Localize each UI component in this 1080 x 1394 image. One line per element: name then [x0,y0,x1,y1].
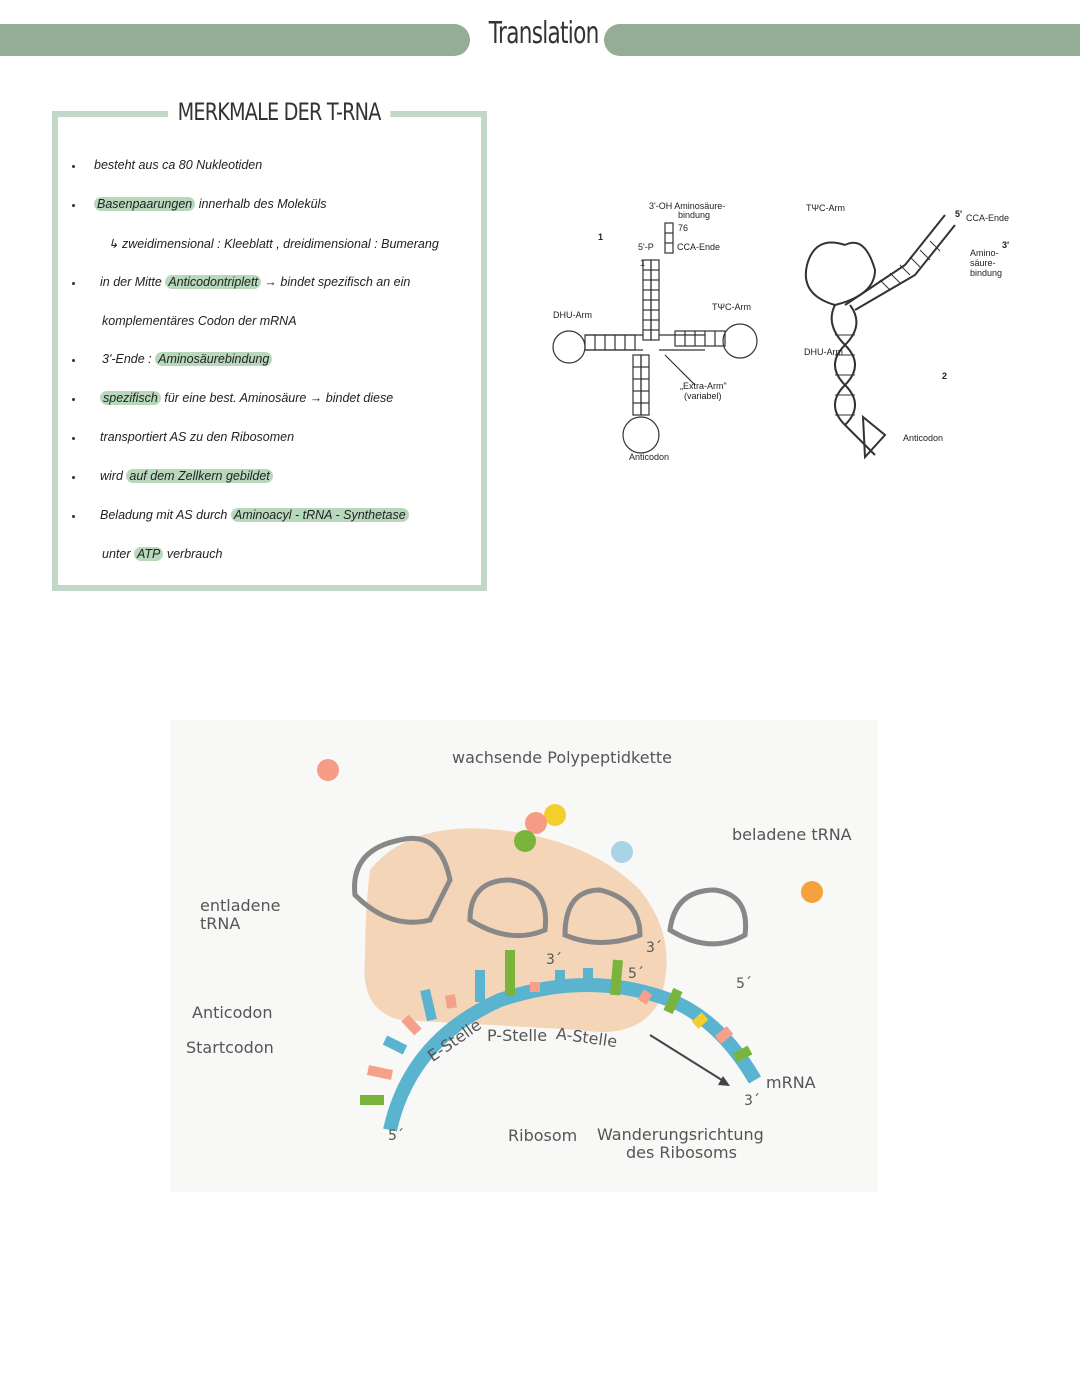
feature-line: spezifisch für eine best. Aminosäure → b… [100,391,393,405]
bullet-dot [72,398,75,401]
feature-line: 3'-Ende : Aminosäurebindung [102,352,273,366]
bullet-dot [72,359,75,362]
header-bar-right [604,24,1080,56]
cloverleaf-pos76: 76 [678,223,689,233]
label-unloaded-2: tRNA [200,914,241,933]
label-five-mid: 5´ [628,966,644,982]
lform-amino-2: säure- [970,258,996,268]
highlight: Anticodontriplett [165,275,261,289]
bullet-dot [72,165,75,168]
cloverleaf-extra-2: (variabel) [684,391,722,401]
feature-line: in der Mitte Anticodontriplett → bindet … [100,275,411,289]
highlight: Basenpaarungen [94,197,196,211]
feature-line: transportiert AS zu den Ribosomen [100,430,295,444]
cloverleaf-1: 1 [640,258,646,268]
bullet-dot [72,282,75,285]
feature-line: besteht aus ca 80 Nukleotiden [94,158,263,172]
feature-line: unter ATP verbrauch [102,547,223,561]
label-polypeptide: wachsende Polypeptidkette [452,748,672,767]
bullet-dot [72,437,75,440]
label-loaded-trna: beladene tRNA [732,825,852,844]
cloverleaf-aa-binding-2: bindung [678,210,711,220]
highlight: auf dem Zellkern gebildet [126,469,273,483]
feature-line: Beladung mit AS durch Aminoacyl - tRNA -… [100,508,409,522]
lform-number: 2 [942,371,948,381]
box-heading: MERKMALE DER T-RNA [168,98,391,126]
lform-amino-1: Amino- [970,248,999,258]
label-mrna: mRNA [766,1073,816,1092]
bullet-dot [72,204,75,207]
lform-anticodon: Anticodon [903,433,944,443]
feature-line: wird auf dem Zellkern gebildet [100,469,273,483]
cloverleaf-tpsic: TΨC-Arm [712,302,752,312]
label-p-site: P-Stelle [487,1026,548,1045]
trna-structure-figures [552,214,956,460]
lform-dhu: DHU-Arm [804,347,843,357]
label-direction-2: des Ribosoms [626,1143,737,1162]
feature-line: Basenpaarungen innerhalb des Moleküls [94,197,327,211]
highlight: Aminoacyl - tRNA - Synthetase [230,508,409,522]
label-three-right: 3´ [646,940,662,956]
lform-amino-3: bindung [970,268,1003,278]
label-anticodon: Anticodon [192,1003,273,1022]
label-five-right: 5´ [736,976,752,992]
header-bar-left [0,24,470,56]
cloverleaf-anticodon: Anticodon [629,452,670,462]
translation-diagram [317,759,823,1132]
label-mrna-3prime: 3´ [744,1093,760,1109]
label-unloaded-1: entladene [200,896,281,915]
lform-three: 3' [1002,240,1010,250]
cloverleaf-number: 1 [598,232,604,242]
page-title: Translation [488,16,599,51]
label-direction-1: Wanderungsrichtung [597,1125,764,1144]
feature-line: ↳ zweidimensional : Kleeblatt , dreidime… [108,237,439,251]
highlight: ATP [133,547,164,561]
highlight: spezifisch [100,391,161,405]
label-ribosome: Ribosom [508,1126,578,1145]
cloverleaf-5p: 5'-P [638,242,654,252]
cloverleaf-cca: CCA-Ende [677,242,721,252]
cloverleaf-aa-binding: 3'-OH Aminosäure- [649,201,726,211]
feature-line: komplementäres Codon der mRNA [102,314,297,328]
bullet-dot [72,476,75,479]
cloverleaf-extra: „Extra-Arm" [680,381,727,391]
cloverleaf-dhu: DHU-Arm [553,310,592,320]
highlight: Aminosäurebindung [155,352,273,366]
lform-tpsic: TΨC-Arm [806,203,846,213]
lform-cca: CCA-Ende [966,213,1010,223]
label-three-mid: 3´ [546,952,562,968]
lform-five: 5' [955,209,963,219]
label-startcodon: Startcodon [186,1038,274,1057]
label-mrna-5prime: 5´ [388,1128,404,1144]
bullet-dot [72,515,75,518]
